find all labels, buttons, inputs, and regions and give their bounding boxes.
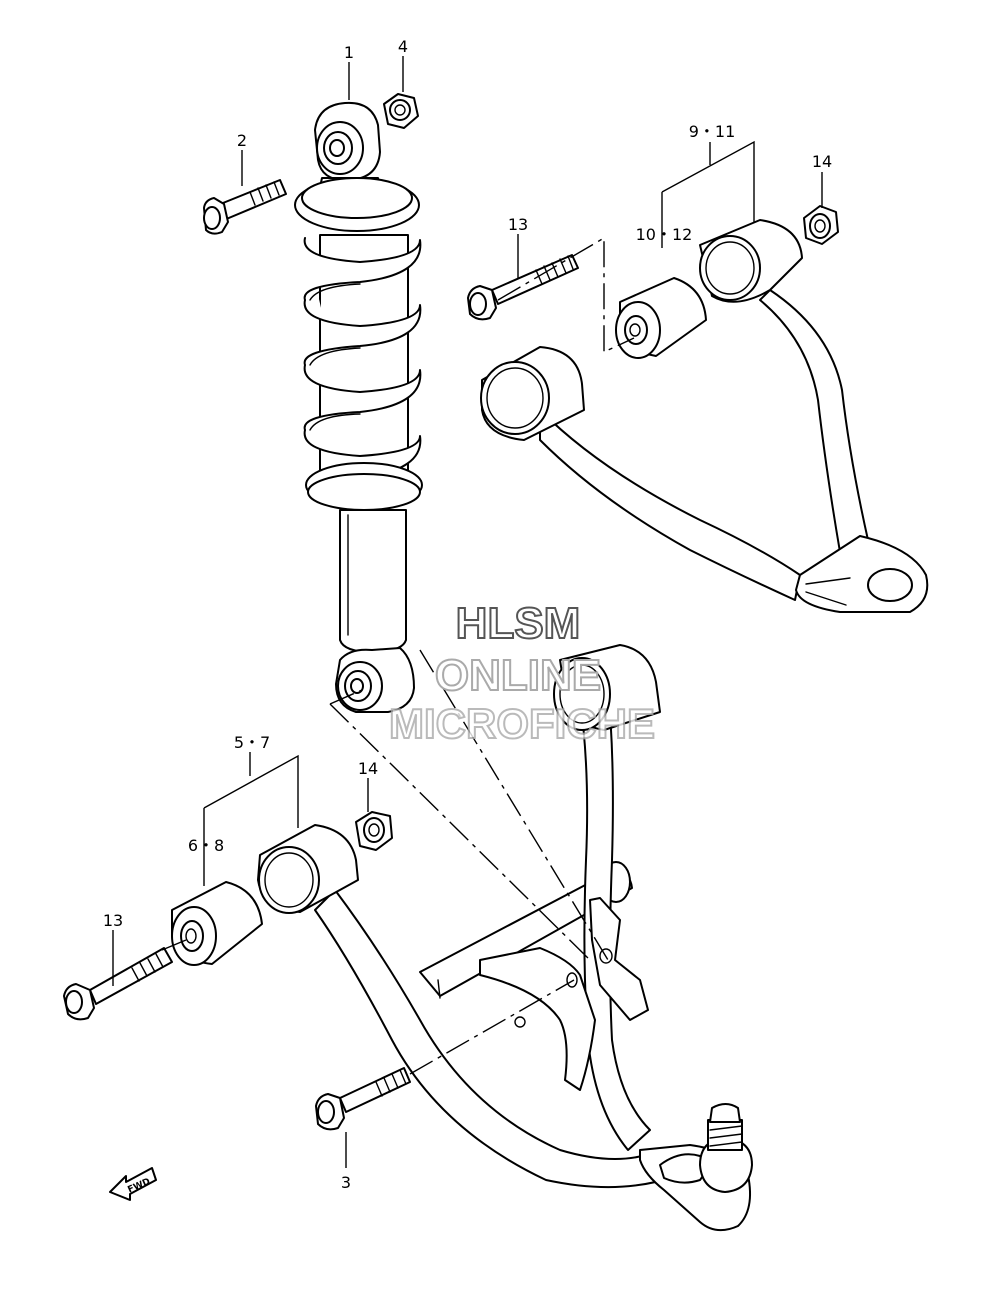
leader-lines xyxy=(112,56,823,1168)
watermark-line2: ONLINE xyxy=(435,651,601,700)
callout-13-upper: 13 xyxy=(508,215,528,234)
callout-14-lower: 14 xyxy=(358,759,378,778)
callout-13-lower: 13 xyxy=(103,911,123,930)
nut-4 xyxy=(383,93,419,129)
callout-6-8: 6・8 xyxy=(188,836,224,855)
callout-14-upper: 14 xyxy=(812,152,832,171)
watermark-line3: MICROFICHE xyxy=(389,700,655,747)
watermark-line1: HLSM xyxy=(456,599,581,648)
upper-arm xyxy=(480,219,929,613)
nut-14-lower xyxy=(355,811,393,851)
bolt-13-upper xyxy=(467,254,579,321)
callout-labels: 1 4 2 9・11 14 13 10・12 5・7 14 6・8 13 3 xyxy=(103,37,832,1192)
callout-3: 3 xyxy=(341,1173,351,1192)
callout-9-11: 9・11 xyxy=(689,122,736,141)
assembly-lines xyxy=(161,236,635,1075)
bushing-10-12 xyxy=(615,277,707,359)
callout-4: 4 xyxy=(398,37,408,56)
bolt-13-lower xyxy=(63,947,173,1021)
callout-10-12: 10・12 xyxy=(636,225,693,244)
fwd-arrow-icon: FWD xyxy=(109,1167,157,1201)
callout-2: 2 xyxy=(237,131,247,150)
nut-14-upper xyxy=(803,205,839,245)
watermark: HLSM ONLINE MICROFICHE xyxy=(388,598,656,748)
callout-1: 1 xyxy=(344,43,354,62)
lower-arm xyxy=(257,644,753,1232)
bolt-2 xyxy=(203,179,287,235)
bolt-3 xyxy=(315,1067,411,1131)
bushing-6-8 xyxy=(171,881,263,966)
callout-5-7: 5・7 xyxy=(234,733,270,752)
shock-absorber xyxy=(294,101,423,713)
